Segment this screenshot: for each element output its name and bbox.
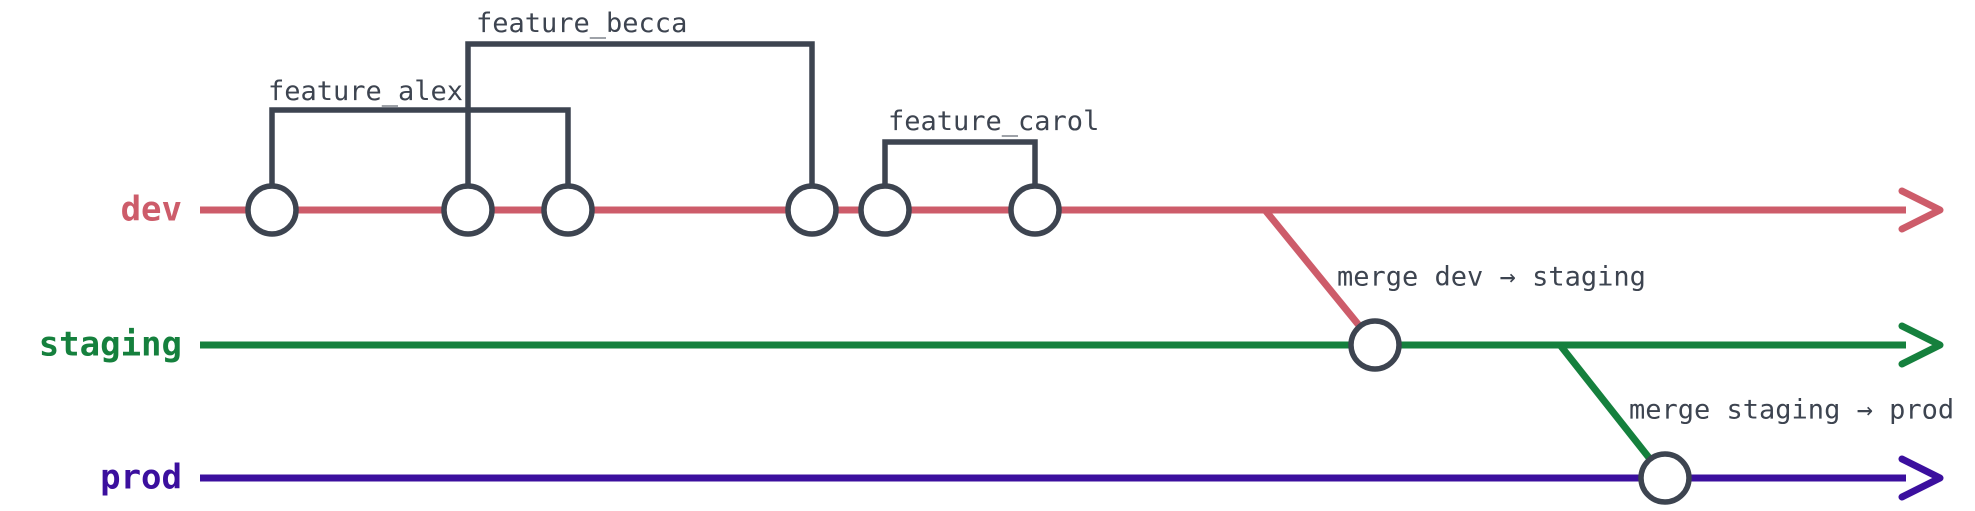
feature-branch-bracket-feature_carol bbox=[882, 139, 1038, 189]
merge-line-merge-dev-staging bbox=[1262, 207, 1378, 348]
branch-label-dev: dev bbox=[121, 190, 182, 230]
feature-branch-label-feature_alex: feature_alex bbox=[268, 76, 463, 107]
commit-node-c2[interactable] bbox=[441, 183, 495, 237]
feature-branch-label-feature_becca: feature_becca bbox=[476, 8, 687, 39]
feature-branch-bracket-feature_alex bbox=[269, 107, 571, 189]
commit-node-c4[interactable] bbox=[785, 183, 839, 237]
feature-branch-label-feature_carol: feature_carol bbox=[888, 106, 1099, 137]
feature-branch-bracket-feature_becca bbox=[465, 41, 815, 189]
commit-node-c5[interactable] bbox=[858, 183, 912, 237]
branch-arrow-icon-prod bbox=[1898, 455, 1944, 501]
commit-node-c3[interactable] bbox=[541, 183, 595, 237]
branch-arrow-icon-dev bbox=[1898, 187, 1944, 233]
branch-label-staging: staging bbox=[39, 325, 182, 365]
commit-node-c1[interactable] bbox=[245, 183, 299, 237]
merge-label-merge-staging-prod: merge staging → prod bbox=[1629, 395, 1954, 426]
commit-node-c6[interactable] bbox=[1008, 183, 1062, 237]
branch-arrow-icon-staging bbox=[1898, 322, 1944, 368]
merge-label-merge-dev-staging: merge dev → staging bbox=[1337, 262, 1646, 293]
commit-node-m2[interactable] bbox=[1638, 451, 1692, 505]
branch-label-prod: prod bbox=[100, 458, 182, 498]
merge-line-merge-staging-prod bbox=[1557, 342, 1668, 481]
commit-node-m1[interactable] bbox=[1348, 318, 1402, 372]
